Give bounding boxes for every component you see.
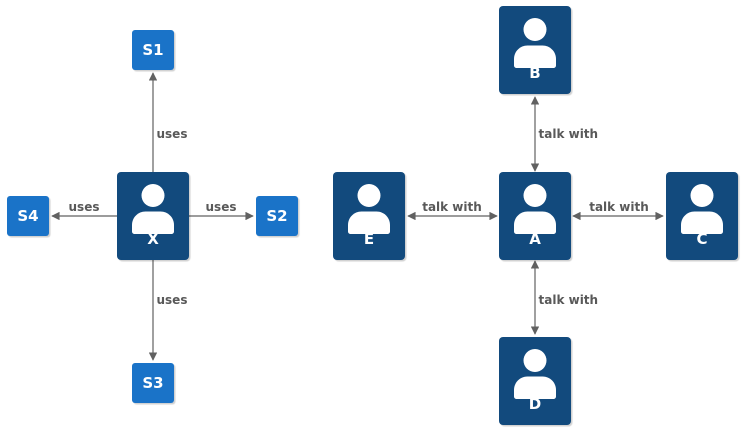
person-node-e[interactable]: E: [333, 172, 405, 260]
person-node-a[interactable]: A: [499, 172, 571, 260]
edge-a-c[interactable]: talk with: [572, 200, 664, 221]
edge-label: talk with: [539, 127, 599, 141]
service-node-s2[interactable]: S2: [256, 196, 298, 236]
edge-a-e[interactable]: talk with: [407, 200, 498, 221]
person-icon: [348, 184, 390, 234]
edge-label: uses: [157, 293, 188, 307]
node-label: X: [147, 230, 159, 248]
edge-x-s1[interactable]: uses: [148, 72, 188, 172]
person-node-d[interactable]: D: [499, 337, 571, 425]
person-node-c[interactable]: C: [666, 172, 738, 260]
edge-label: uses: [157, 127, 188, 141]
person-icon: [681, 184, 723, 234]
person-icon: [514, 349, 556, 399]
node-label: D: [528, 395, 542, 413]
node-label: S2: [266, 207, 288, 225]
edge-a-d[interactable]: talk with: [530, 260, 599, 335]
node-label: B: [529, 64, 541, 82]
edge-label: talk with: [422, 200, 482, 214]
person-node-b[interactable]: B: [499, 6, 571, 94]
node-label: S1: [142, 41, 164, 59]
service-node-s3[interactable]: S3: [132, 363, 174, 403]
edge-a-b[interactable]: talk with: [530, 96, 599, 172]
edge-label: uses: [69, 200, 100, 214]
node-label: S3: [142, 374, 164, 392]
edge-x-s3[interactable]: uses: [148, 260, 188, 361]
edge-label: talk with: [539, 293, 599, 307]
service-node-s1[interactable]: S1: [132, 30, 174, 70]
edge-x-s2[interactable]: uses: [189, 200, 254, 221]
node-label: E: [363, 230, 375, 248]
person-icon: [132, 184, 174, 234]
service-node-s4[interactable]: S4: [7, 196, 49, 236]
person-node-x[interactable]: X: [117, 172, 189, 260]
edge-x-s4[interactable]: uses: [51, 200, 117, 221]
edge-label: uses: [206, 200, 237, 214]
node-label: S4: [17, 207, 39, 225]
node-label: C: [696, 230, 708, 248]
person-icon: [514, 184, 556, 234]
node-label: A: [529, 230, 541, 248]
edge-label: talk with: [589, 200, 649, 214]
person-icon: [514, 18, 556, 68]
